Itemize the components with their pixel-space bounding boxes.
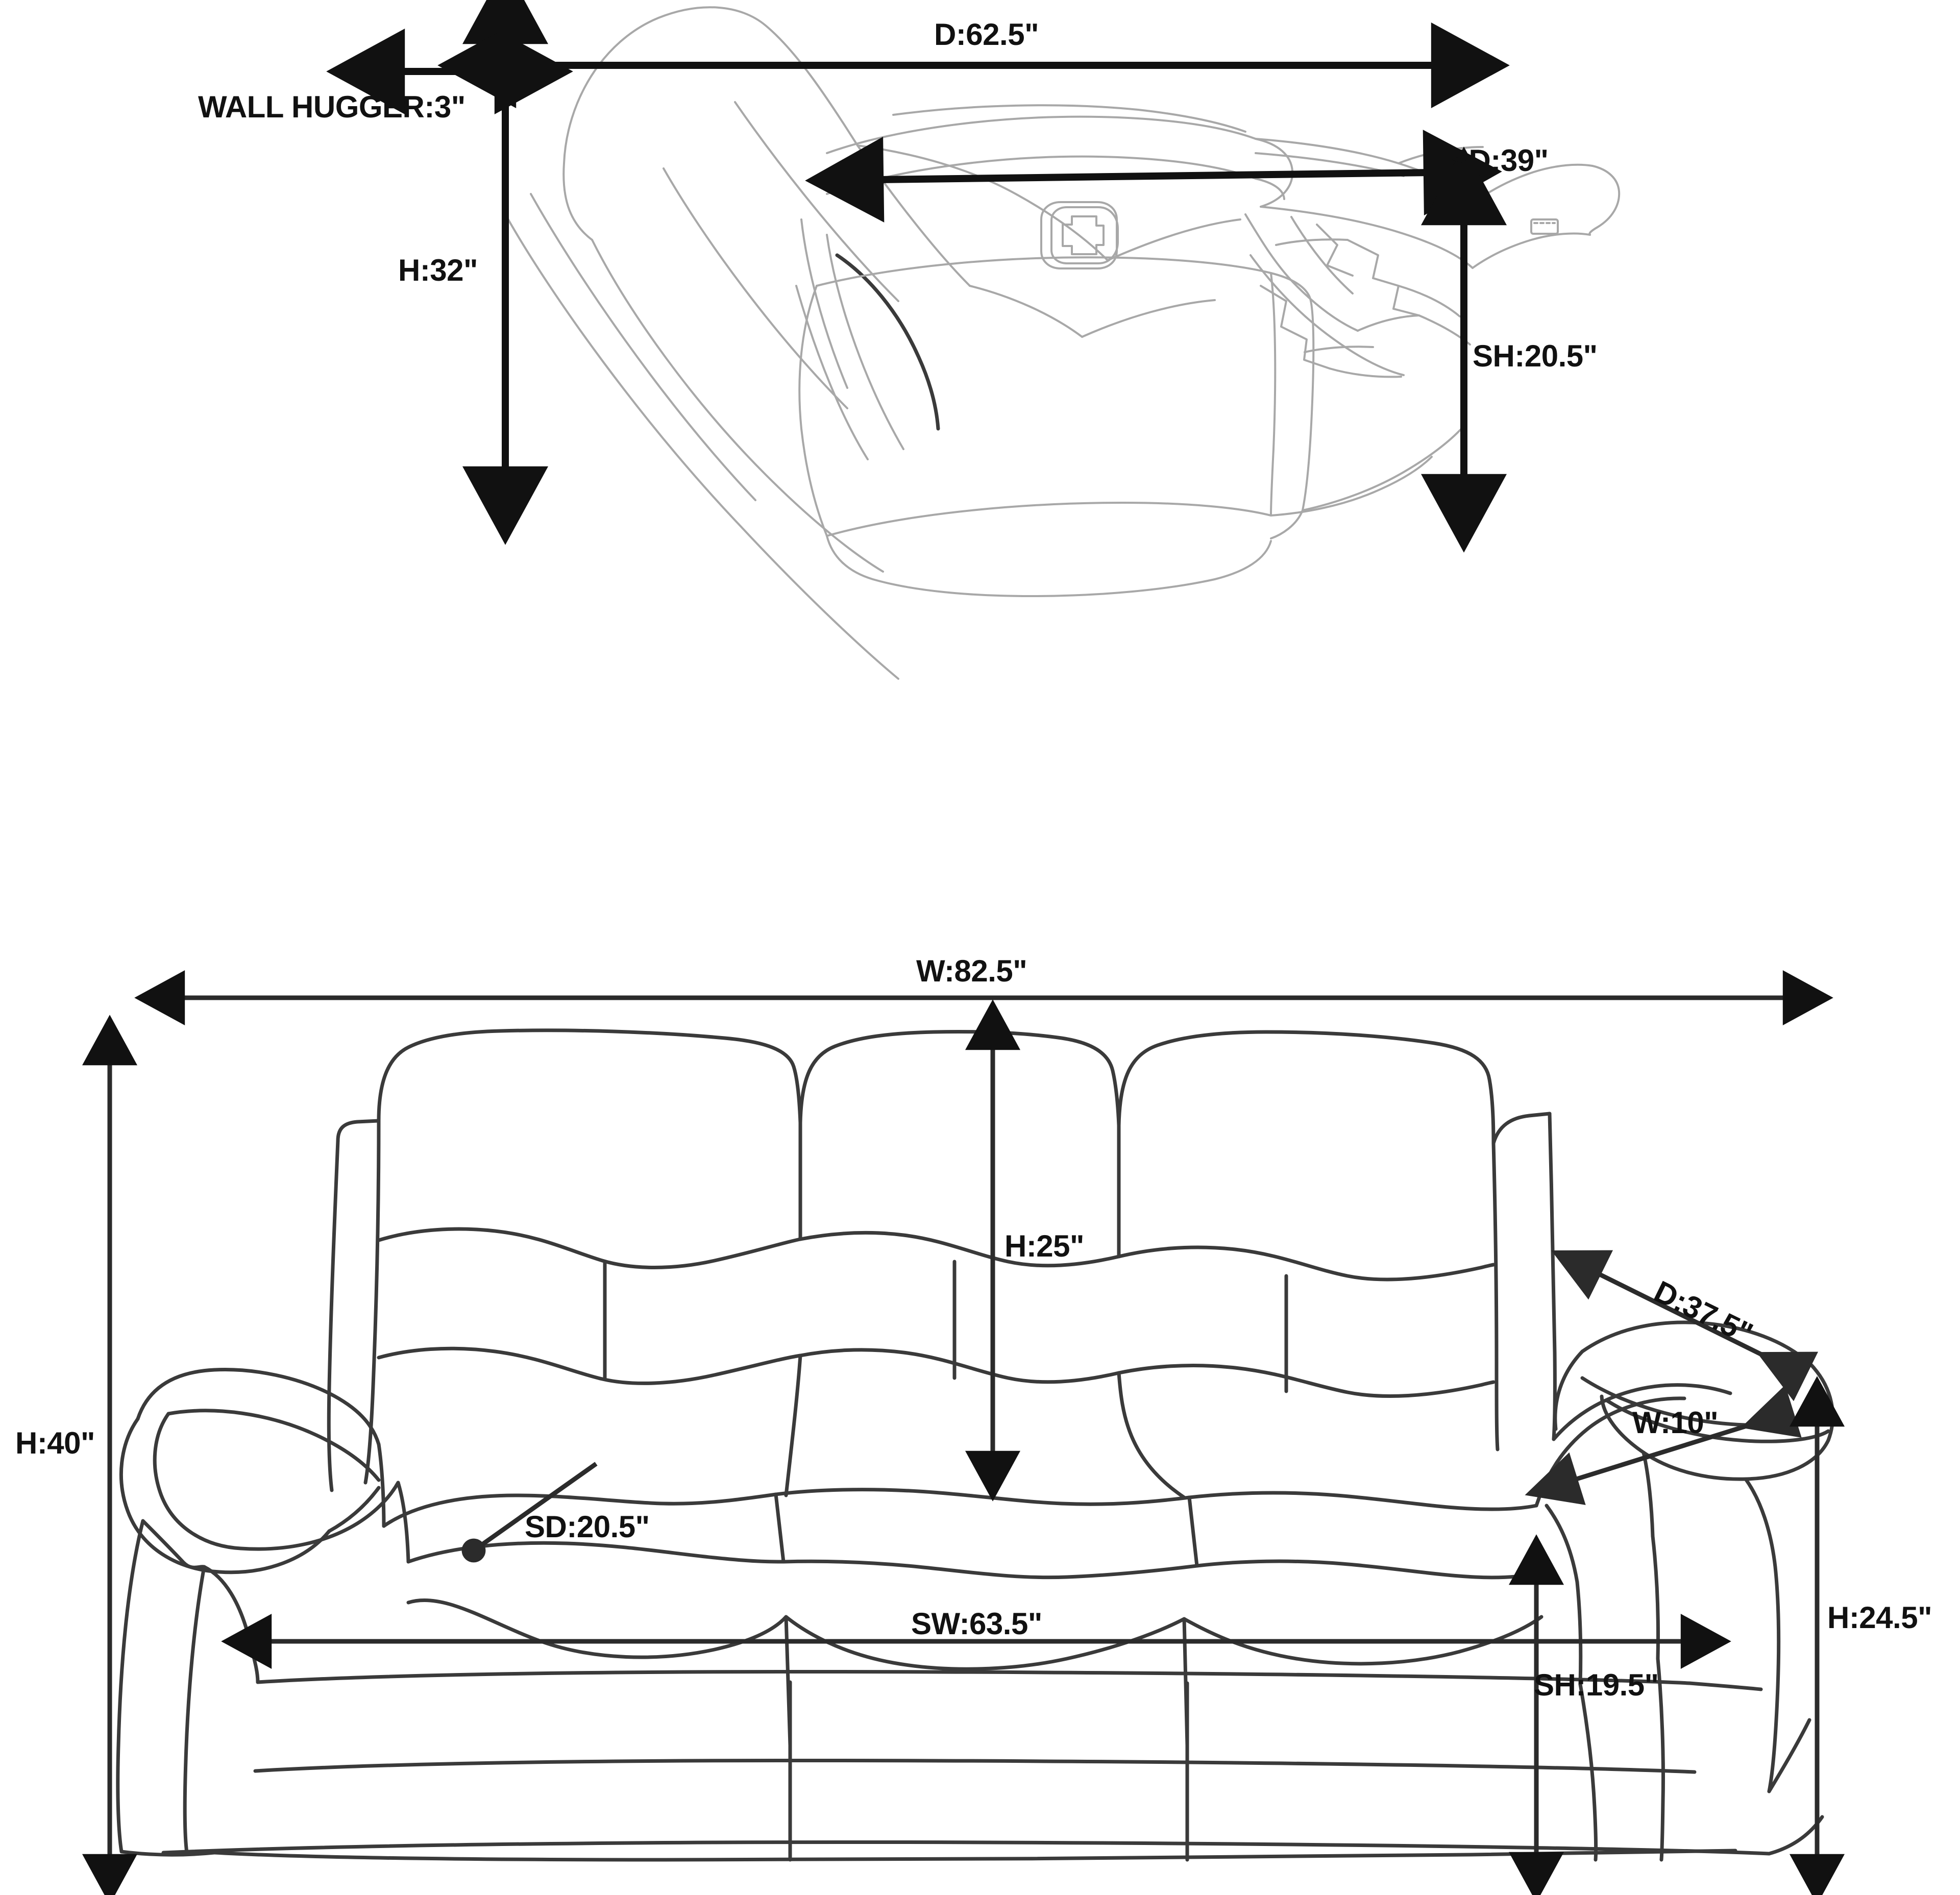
seat-depth-39-arrow — [805, 130, 1502, 223]
depth-37-5-arrow — [1551, 1250, 1819, 1401]
arm-width-10-arrow — [1525, 1385, 1802, 1505]
label-seat-height: SH:19.5" — [1534, 1668, 1659, 1702]
seat-depth-20-5-arrow — [461, 1462, 598, 1563]
label-width: W:82.5" — [916, 954, 1027, 988]
label-height: H:40" — [15, 1426, 95, 1460]
label-arm-width: W:10" — [1632, 1406, 1719, 1440]
label-depth-reclined: D:62.5" — [934, 17, 1039, 52]
label-seat-width: SW:63.5" — [911, 1607, 1042, 1641]
label-back-height: H:25" — [1004, 1229, 1085, 1263]
label-arm-height: H:24.5" — [1827, 1601, 1932, 1635]
label-seat-height-reclined: SH:20.5" — [1473, 339, 1598, 373]
label-wall-hugger: WALL HUGGER:3" — [198, 90, 465, 124]
label-seat-depth-reclined: SD:39" — [1449, 143, 1549, 178]
label-seat-depth: SD:20.5" — [525, 1510, 650, 1544]
label-height-reclined: H:32" — [398, 253, 478, 287]
